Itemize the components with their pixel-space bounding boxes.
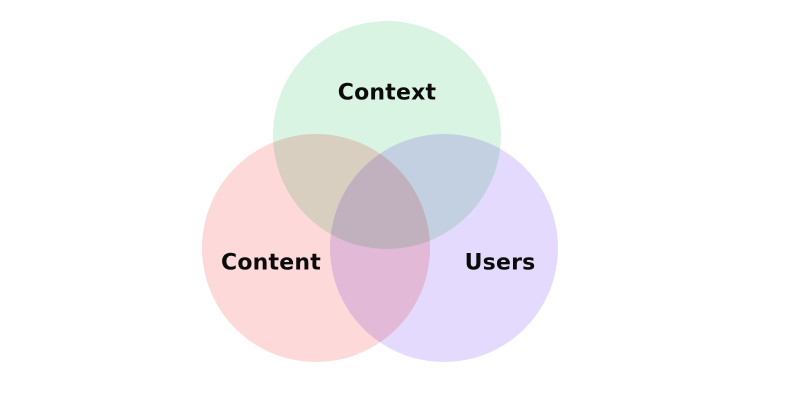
users-circle <box>330 134 558 362</box>
users-label: Users <box>464 250 536 276</box>
content-label: Content <box>221 250 321 276</box>
context-label: Context <box>337 80 437 106</box>
